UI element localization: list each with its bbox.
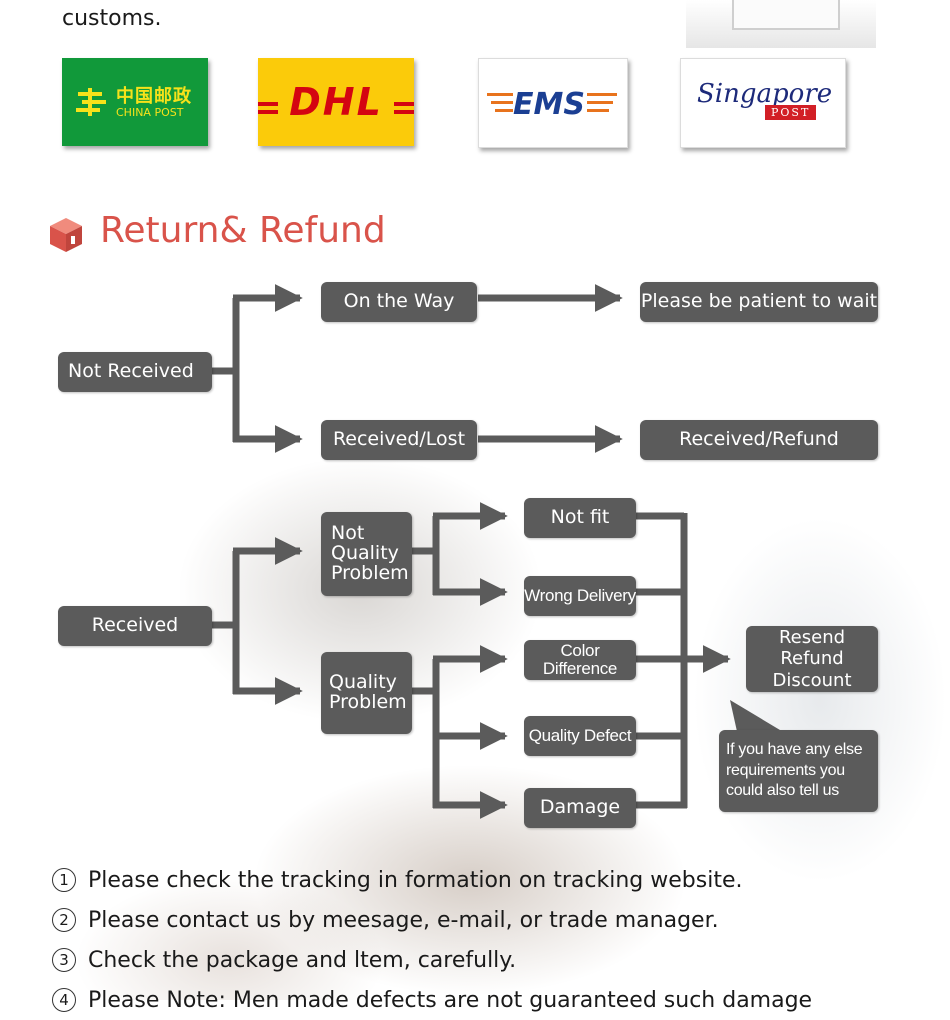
color-difference-box: Color Difference: [524, 640, 636, 680]
received-refund-box: Received/Refund: [640, 420, 878, 460]
return-box-icon: [50, 218, 82, 252]
note-item: 2 Please contact us by meesage, e-mail, …: [52, 900, 812, 940]
china-post-logo: 中国邮政 CHINA POST: [62, 58, 208, 146]
note-item: 3 Check the package and ltem, carefully.: [52, 940, 812, 980]
note-text: Check the package and ltem, carefully.: [88, 947, 517, 973]
received-lost-box: Received/Lost: [321, 420, 477, 460]
note-text: Please Note: Men made defects are not gu…: [88, 987, 813, 1013]
note-number: 2: [52, 908, 76, 932]
callout-box: If you have any else requirements you co…: [719, 730, 878, 812]
note-number: 1: [52, 868, 76, 892]
note-text: Please contact us by meesage, e-mail, or…: [88, 907, 719, 933]
china-post-emblem-icon: [76, 88, 106, 116]
ems-logo: EMS: [478, 58, 628, 148]
note-item: 1 Please check the tracking in formation…: [52, 860, 812, 900]
damage-box: Damage: [524, 788, 636, 828]
china-post-label-en: CHINA POST: [116, 106, 184, 119]
dhl-logo: DHL: [258, 58, 414, 146]
received-box: Received: [58, 606, 212, 646]
note-number: 4: [52, 988, 76, 1012]
singapore-post-script: Singapore: [697, 79, 833, 109]
dhl-label: DHL: [289, 80, 383, 124]
quality-problem-box: Quality Problem: [321, 652, 412, 734]
singapore-post-logo: Singapore POST: [680, 58, 846, 148]
ems-label: EMS: [513, 87, 585, 122]
section-title: Return& Refund: [100, 210, 386, 251]
not-received-box: Not Received: [58, 352, 212, 392]
not-fit-box: Not fit: [524, 498, 636, 538]
intro-text: customs.: [62, 6, 162, 31]
note-item: 4 Please Note: Men made defects are not …: [52, 980, 812, 1020]
china-post-label-cn: 中国邮政: [116, 86, 192, 107]
on-the-way-box: On the Way: [321, 282, 477, 322]
quality-defect-box: Quality Defect: [524, 716, 636, 756]
not-quality-problem-box: Not Quality Problem: [321, 512, 412, 596]
notes-list: 1 Please check the tracking in formation…: [52, 860, 812, 1020]
decorative-card: [686, 0, 876, 48]
note-number: 3: [52, 948, 76, 972]
wait-box: Please be patient to wait: [640, 282, 878, 322]
note-text: Please check the tracking in formation o…: [88, 867, 743, 893]
resend-refund-discount-box: Resend Refund Discount: [746, 626, 878, 692]
singapore-post-badge: POST: [765, 105, 817, 120]
wrong-delivery-box: Wrong Delivery: [524, 576, 636, 616]
